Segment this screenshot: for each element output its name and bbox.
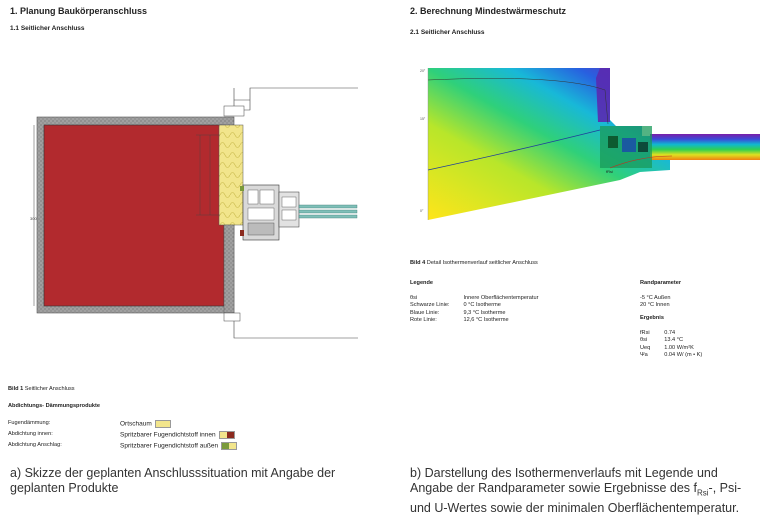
rand-outside: -5 °C Außen <box>640 295 671 301</box>
rand-heading: Randparameter <box>640 280 682 286</box>
result-value: 13.4 °C <box>664 337 683 344</box>
legend-row: Schwarze Linie: 0 °C Isotherme <box>410 302 552 309</box>
swatch-inner-sealant <box>218 431 235 439</box>
legend-key: Blaue Linie: <box>410 309 440 316</box>
caption-a: a) Skizze der geplanten Anschlusssituati… <box>10 466 336 495</box>
isotherm-plot: 20° 15° 0° fRsi <box>420 68 760 220</box>
right-fig-label: Bild 4 <box>410 260 426 266</box>
legend-value: 12,6 °C Isotherme <box>463 317 509 324</box>
legend-table: θsi Innere Oberflächentemperatur Schwarze… <box>410 295 552 325</box>
product-row-2: Spritzbarer Fugendichtstoff außen <box>120 442 238 450</box>
glazing <box>298 204 358 209</box>
left-fig-caption: Seitlicher Anschluss <box>24 386 75 392</box>
legend-heading: Legende <box>410 280 434 286</box>
legend-value: 0 °C Isotherme <box>463 302 501 309</box>
product-name-2: Spritzbarer Fugendichtstoff außen <box>120 442 219 450</box>
caption-b-sub: Rsi <box>696 488 709 498</box>
product-label-0: Fugendämmung: <box>8 420 51 426</box>
result-key: fRsi <box>640 330 650 336</box>
left-heading: 1. Planung Baukörperanschluss <box>10 6 148 16</box>
result-value: 0.04 W/ (m • K) <box>664 352 703 359</box>
result-value: 0.74 <box>664 330 676 336</box>
legend-value: 9,3 °C Isotherme <box>463 309 506 316</box>
product-label-1: Abdichtung innen: <box>8 431 53 437</box>
swatch-foam <box>154 420 171 428</box>
result-key: Ψa <box>640 352 648 359</box>
right-heading: 2. Berechnung Mindestwärmeschutz <box>410 6 567 16</box>
svg-text:20°: 20° <box>420 69 426 73</box>
masonry-wall <box>43 124 225 307</box>
right-fig-caption: Detail Isothermenverlauf seitlicher Ansc… <box>426 260 538 266</box>
product-label-2: Abdichtung Anschlag: <box>8 442 62 448</box>
product-name-1: Spritzbarer Fugendichtstoff innen <box>120 431 216 439</box>
caption-b: b) Darstellung des Isothermenverlaufs mi… <box>410 466 762 516</box>
frame-band <box>650 134 760 160</box>
construction-sketch: 300 <box>30 87 358 339</box>
legend-key: Schwarze Linie: <box>410 302 450 309</box>
swatch-outer-sealant <box>221 442 238 450</box>
legend-row: Rote Linie: 12,6 °C Isotherme <box>410 317 552 324</box>
result-row: fRsi 0.74 <box>640 330 716 337</box>
legend-row: θsi Innere Oberflächentemperatur <box>410 295 552 302</box>
result-value: 1.00 W/m²K <box>664 344 694 351</box>
left-fig-label: Bild 1 <box>8 386 24 392</box>
svg-text:300: 300 <box>30 216 37 221</box>
result-table: fRsi 0.74 θsi 13.4 °C Ueq 1.00 W/m²K Ψa 0.04… <box>640 330 716 360</box>
product-name-0: Ortschaum <box>120 420 152 428</box>
result-row: Ueq 1.00 W/m²K <box>640 345 716 352</box>
result-row: θsi 13.4 °C <box>640 337 716 344</box>
legend-value: Innere Oberflächentemperatur <box>463 295 539 301</box>
rand-inside: 20 °C Innen <box>640 302 670 308</box>
legend-key: θsi <box>410 295 418 301</box>
result-heading: Ergebnis <box>640 315 664 321</box>
result-key: Ueq <box>640 344 651 351</box>
caption-b-part1: b) Darstellung des Isothermenverlaufs mi… <box>410 466 718 495</box>
caption-b-part2: -, Psi- und U-Wertes sowie der minimalen… <box>410 481 742 515</box>
svg-text:15°: 15° <box>420 117 426 121</box>
products-heading: Abdichtungs- Dämmungsprodukte <box>8 403 100 409</box>
svg-text:0°: 0° <box>420 209 424 213</box>
product-row-1: Spritzbarer Fugendichtstoff innen <box>120 431 235 439</box>
svg-text:fRsi: fRsi <box>606 169 613 174</box>
left-subheading: 1.1 Seitlicher Anschluss <box>10 25 85 32</box>
legend-row: Blaue Linie: 9,3 °C Isotherme <box>410 310 552 317</box>
product-row-0: Ortschaum <box>120 420 171 428</box>
insulation-foam <box>218 124 244 226</box>
right-subheading: 2.1 Seitlicher Anschluss <box>410 29 485 36</box>
result-row: Ψa 0.04 W/ (m • K) <box>640 352 716 359</box>
result-key: θsi <box>640 337 648 344</box>
legend-key: Rote Linie: <box>410 317 437 324</box>
